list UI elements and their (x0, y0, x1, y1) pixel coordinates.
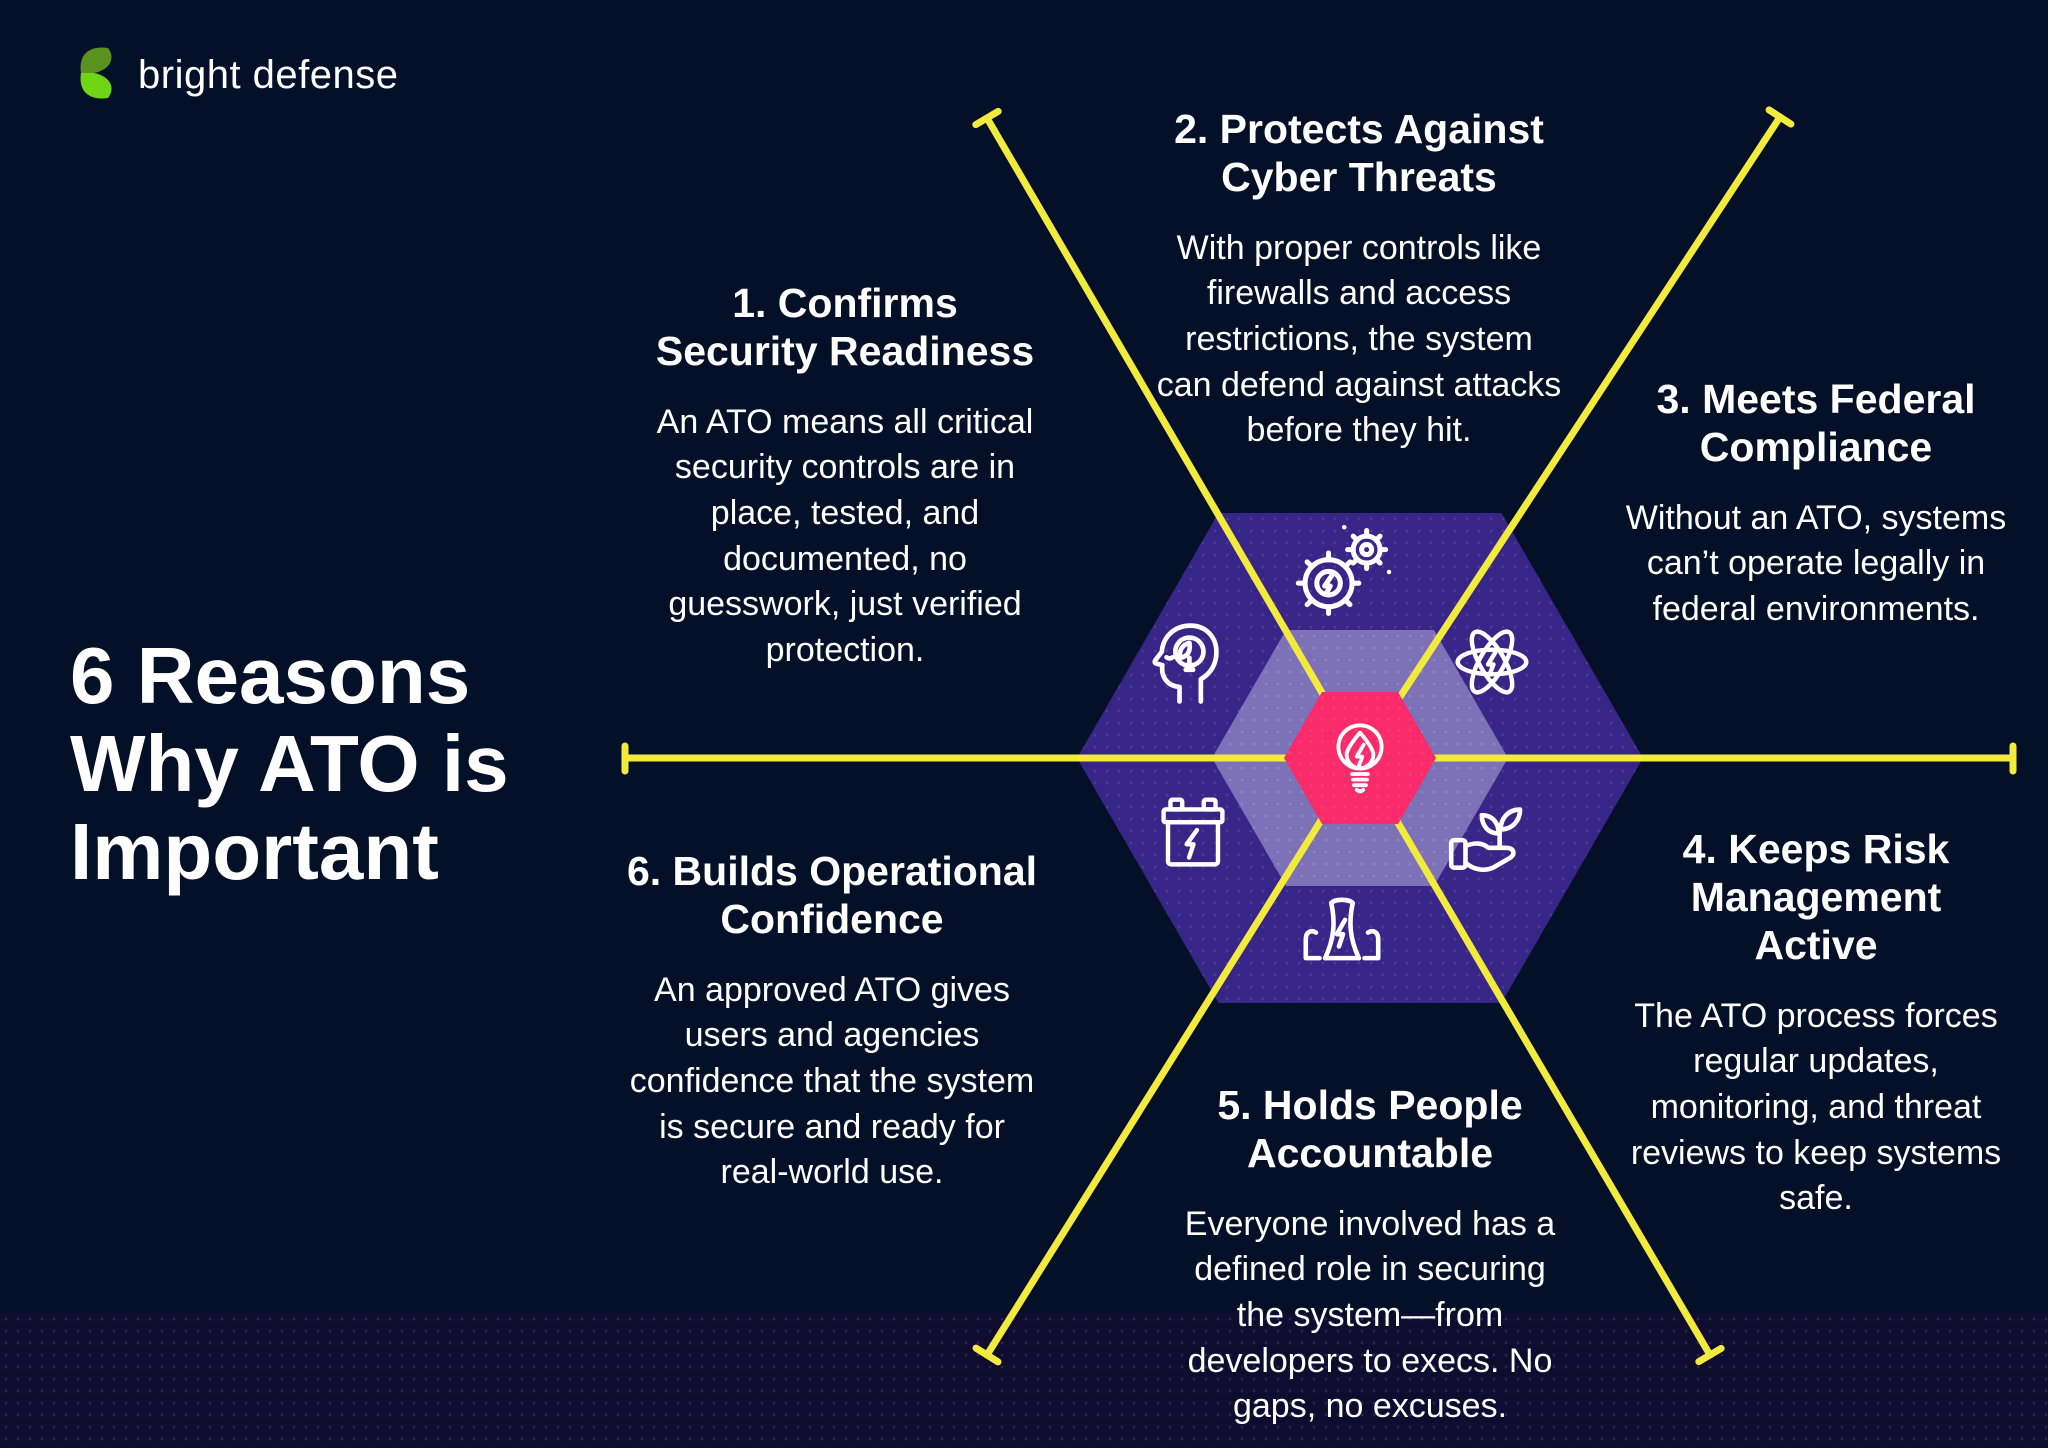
page-title-line: Why ATO is (70, 719, 509, 808)
head-bulb-icon (1140, 610, 1244, 714)
reason-3-heading: 3. Meets Federal Compliance (1656, 376, 1976, 470)
line-lower-left (983, 754, 1364, 1359)
line-upper-right (1356, 113, 1784, 762)
reason-1-body: An ATO means all critical security contr… (656, 402, 1034, 669)
line-lower-right-tick (1695, 1344, 1725, 1366)
reason-2-body: With proper controls like firewalls and … (1156, 228, 1562, 450)
reason-5-heading: 5. Holds People Accountable (1217, 1082, 1523, 1176)
reason-5-body: Everyone involved has a defined role in … (1184, 1204, 1556, 1426)
line-upper-left-tick (972, 107, 1002, 129)
reason-3: 3. Meets Federal Compliance Without an A… (1598, 376, 2034, 633)
line-lower-right (1356, 754, 1714, 1359)
brand-logo-text: bright defense (138, 53, 399, 97)
battery-icon (1144, 784, 1242, 882)
brand-logo-icon (72, 42, 124, 109)
reason-4-heading: 4. Keeps Risk Management Active (1682, 826, 1950, 968)
bulb-icon (1314, 712, 1406, 804)
line-upper-left (983, 114, 1364, 762)
gears-icon (1286, 516, 1398, 628)
reason-5: 5. Holds People Accountable Everyone inv… (1148, 1082, 1592, 1430)
reason-1: 1. Confirms Security Readiness An ATO me… (625, 280, 1065, 673)
reason-6-heading: 6. Builds Operational Confidence (626, 848, 1038, 942)
line-lower-left-tick (972, 1344, 1002, 1366)
page-title-line: 6 Reasons (70, 631, 471, 720)
reason-6-body: An approved ATO gives users and agencies… (629, 970, 1035, 1192)
reason-2: 2. Protects Against Cyber Threats With p… (1133, 106, 1585, 454)
reason-3-body: Without an ATO, systems can’t operate le… (1625, 498, 2007, 629)
atom-icon (1443, 612, 1541, 710)
reason-1-heading: 1. Confirms Security Readiness (655, 280, 1035, 374)
hexagon-center (1284, 692, 1436, 824)
hand-plant-icon (1441, 782, 1543, 884)
reason-2-heading: 2. Protects Against Cyber Threats (1174, 106, 1544, 200)
reason-4: 4. Keeps Risk Management Active The ATO … (1612, 826, 2020, 1222)
line-upper-right-tick (1765, 106, 1795, 128)
brand-logo: bright defense (72, 42, 399, 109)
page-title-line: Important (70, 807, 439, 896)
bottom-band (0, 1313, 2048, 1448)
reason-4-body: The ATO process forces regular updates, … (1630, 996, 2002, 1218)
reason-6: 6. Builds Operational Confidence An appr… (612, 848, 1052, 1196)
page-title: 6 Reasons Why ATO is Important (70, 632, 509, 896)
power-plant-icon (1291, 875, 1393, 977)
